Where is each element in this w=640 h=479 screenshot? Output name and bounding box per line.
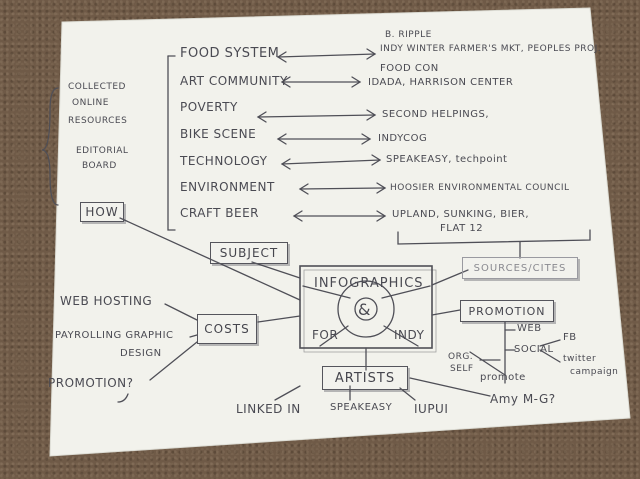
food-target: INDY WINTER FARMER'S MKT, PEOPLES PROJ. [380, 44, 602, 54]
subject-environment: ENVIRONMENT [180, 180, 275, 194]
branch-promotion [149, 341, 198, 381]
line-promotion [431, 309, 461, 316]
promo-self: SELF [450, 364, 474, 374]
branch-linkedin [274, 385, 301, 401]
cost-promotion: PROMOTION? [48, 376, 134, 390]
promo-twitter: twitter [563, 354, 597, 364]
note-resources: RESOURCES [68, 116, 128, 126]
subject-bike-scene: BIKE SCENE [180, 127, 257, 141]
promotion-box: PROMOTION [460, 300, 554, 322]
promo-fb: FB [563, 332, 577, 343]
cost-payrolling: PAYROLLING GRAPHIC [55, 330, 174, 341]
branch-payroll [189, 334, 198, 338]
artist-amy: Amy M-G? [490, 392, 556, 406]
center-indy: INDY [394, 328, 425, 342]
subject-technology: TECHNOLOGY [180, 154, 268, 168]
left-brace [41, 87, 59, 206]
center-symbol: & [358, 300, 371, 319]
arrow-env [299, 187, 386, 190]
costs-box: COSTS [197, 314, 257, 344]
arrow-poverty [257, 114, 376, 118]
beer-extra: FLAT 12 [440, 223, 484, 234]
cost-web-hosting: WEB HOSTING [60, 294, 153, 308]
branch-iupui [399, 387, 416, 401]
food-extra-food-con: FOOD CON [380, 63, 439, 74]
arrow-food [277, 53, 376, 58]
center-for: FOR [312, 328, 339, 342]
artist-iupui: IUPUI [414, 402, 449, 416]
promo-campaign: campaign [570, 367, 619, 377]
promo-promote: promote [480, 372, 526, 383]
subject-craft-beer: CRAFT BEER [180, 206, 260, 220]
tech-target: SPEAKEASY, techpoint [386, 154, 508, 165]
arrow-tech [281, 159, 381, 165]
bike-target: INDYCOG [378, 133, 428, 144]
promo-social: SOCIAL [514, 344, 554, 355]
cost-design: DESIGN [120, 348, 162, 359]
line-costs [257, 315, 301, 323]
subject-bracket [167, 55, 176, 231]
how-box: HOW [80, 202, 124, 222]
artist-speakeasy: SPEAKEASY [330, 402, 393, 413]
art-target: IDADA, HARRISON CENTER [368, 77, 514, 88]
note-editorial: EDITORIAL [76, 146, 129, 156]
note-online: ONLINE [72, 98, 109, 108]
food-extra-b-ripple: B. RIPPLE [385, 30, 432, 40]
env-target: HOOSIER ENVIRONMENTAL COUNCIL [390, 183, 570, 193]
center-title: INFOGRAPHICS [314, 276, 424, 291]
branch-amy [409, 377, 491, 397]
promo-org: ORG. [448, 352, 474, 362]
sources-box: SOURCES/CITES [462, 257, 578, 279]
sources-bracket [397, 229, 591, 245]
note-board: BOARD [82, 161, 117, 171]
center-circle [337, 280, 395, 338]
subject-food-system: FOOD SYSTEM [180, 46, 280, 61]
subject-box: SUBJECT [210, 242, 288, 264]
artists-box: ARTISTS [322, 366, 408, 390]
promo-web: WEB [517, 323, 542, 334]
subject-poverty: POVERTY [180, 100, 238, 114]
poverty-target: SECOND HELPINGS, [382, 109, 490, 120]
subject-art-community: ART COMMUNITY [180, 74, 288, 88]
note-collected: COLLECTED [68, 82, 126, 92]
branch-web-hosting [164, 303, 198, 321]
beer-target: UPLAND, SUNKING, BIER, [392, 209, 530, 220]
artist-linkedin: LINKED IN [236, 402, 301, 416]
